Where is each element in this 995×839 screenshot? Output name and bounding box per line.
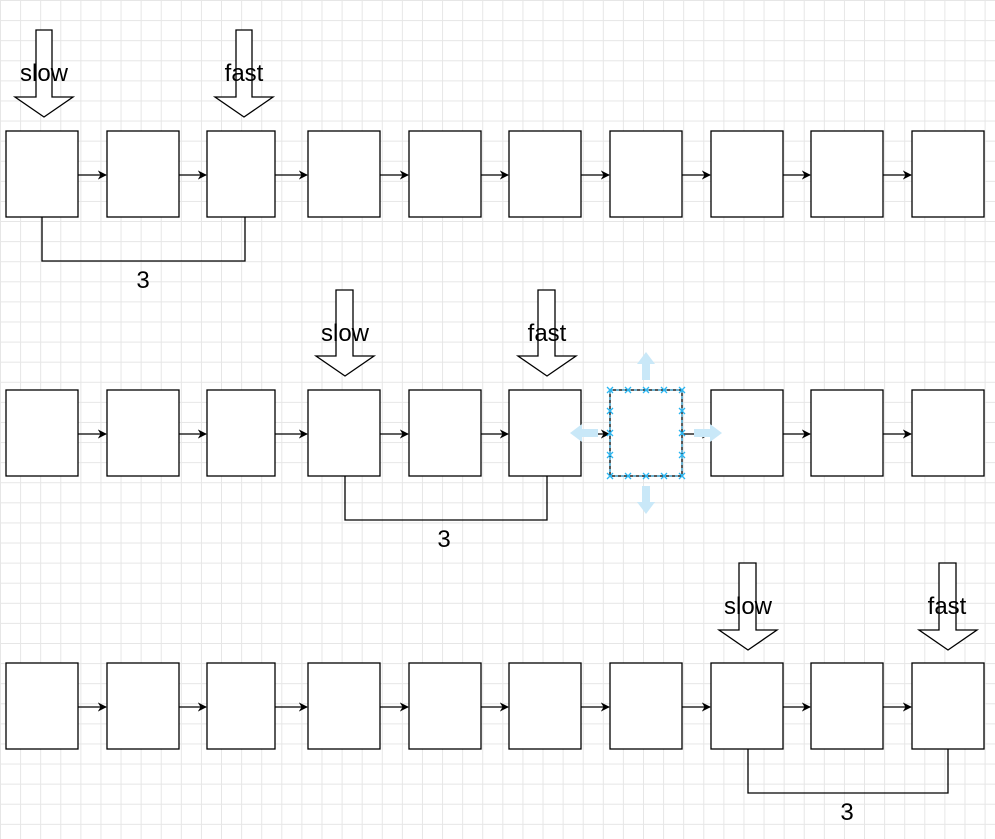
list-node[interactable] <box>206 130 276 218</box>
list-node[interactable] <box>508 662 582 750</box>
list-node[interactable] <box>408 389 482 477</box>
slow-pointer-arrow[interactable] <box>12 29 76 118</box>
list-node[interactable] <box>106 662 180 750</box>
list-node[interactable] <box>609 130 683 218</box>
connect-arrow-left-icon[interactable] <box>570 424 598 442</box>
list-node[interactable] <box>508 130 582 218</box>
list-row: slow fast 3 <box>5 29 985 294</box>
list-node[interactable] <box>710 130 784 218</box>
gap-bracket[interactable] <box>41 217 246 262</box>
slow-pointer-arrow[interactable] <box>716 562 780 651</box>
list-node[interactable] <box>307 389 381 477</box>
list-node[interactable] <box>810 130 884 218</box>
fast-pointer-arrow[interactable] <box>212 29 276 118</box>
list-node[interactable] <box>810 389 884 477</box>
selected-list-node[interactable] <box>609 389 683 477</box>
slow-label: slow <box>321 320 370 347</box>
fast-label: fast <box>528 320 567 347</box>
slow-label: slow <box>20 60 69 87</box>
gap-bracket[interactable] <box>747 749 949 794</box>
list-node[interactable] <box>408 130 482 218</box>
slow-pointer-arrow[interactable] <box>313 289 377 377</box>
fast-label: fast <box>225 60 264 87</box>
connect-arrow-up-icon[interactable] <box>637 352 655 380</box>
list-node[interactable] <box>206 389 276 477</box>
list-row: slow fast 3 <box>5 562 985 826</box>
list-row: slow fast <box>5 289 985 553</box>
list-node[interactable] <box>911 130 985 218</box>
slow-label: slow <box>724 593 773 620</box>
list-node[interactable] <box>106 389 180 477</box>
list-node[interactable] <box>307 662 381 750</box>
selection-handles[interactable] <box>606 386 686 480</box>
gap-bracket[interactable] <box>344 476 548 521</box>
list-node[interactable] <box>106 130 180 218</box>
list-node[interactable] <box>508 389 582 477</box>
list-node[interactable] <box>609 662 683 750</box>
list-node[interactable] <box>5 130 79 218</box>
list-node[interactable] <box>911 662 985 750</box>
list-node[interactable] <box>206 662 276 750</box>
list-node[interactable] <box>810 662 884 750</box>
gap-label: 3 <box>437 526 450 553</box>
gap-label: 3 <box>136 267 149 294</box>
list-node[interactable] <box>307 130 381 218</box>
list-node[interactable] <box>5 389 79 477</box>
list-node[interactable] <box>5 662 79 750</box>
fast-pointer-arrow[interactable] <box>515 289 579 377</box>
list-node[interactable] <box>911 389 985 477</box>
gap-label: 3 <box>840 799 853 826</box>
connect-arrow-right-icon[interactable] <box>694 424 722 442</box>
connect-arrow-down-icon[interactable] <box>637 486 655 514</box>
list-node[interactable] <box>408 662 482 750</box>
list-node[interactable] <box>710 662 784 750</box>
fast-pointer-arrow[interactable] <box>916 562 980 651</box>
fast-label: fast <box>928 593 967 620</box>
